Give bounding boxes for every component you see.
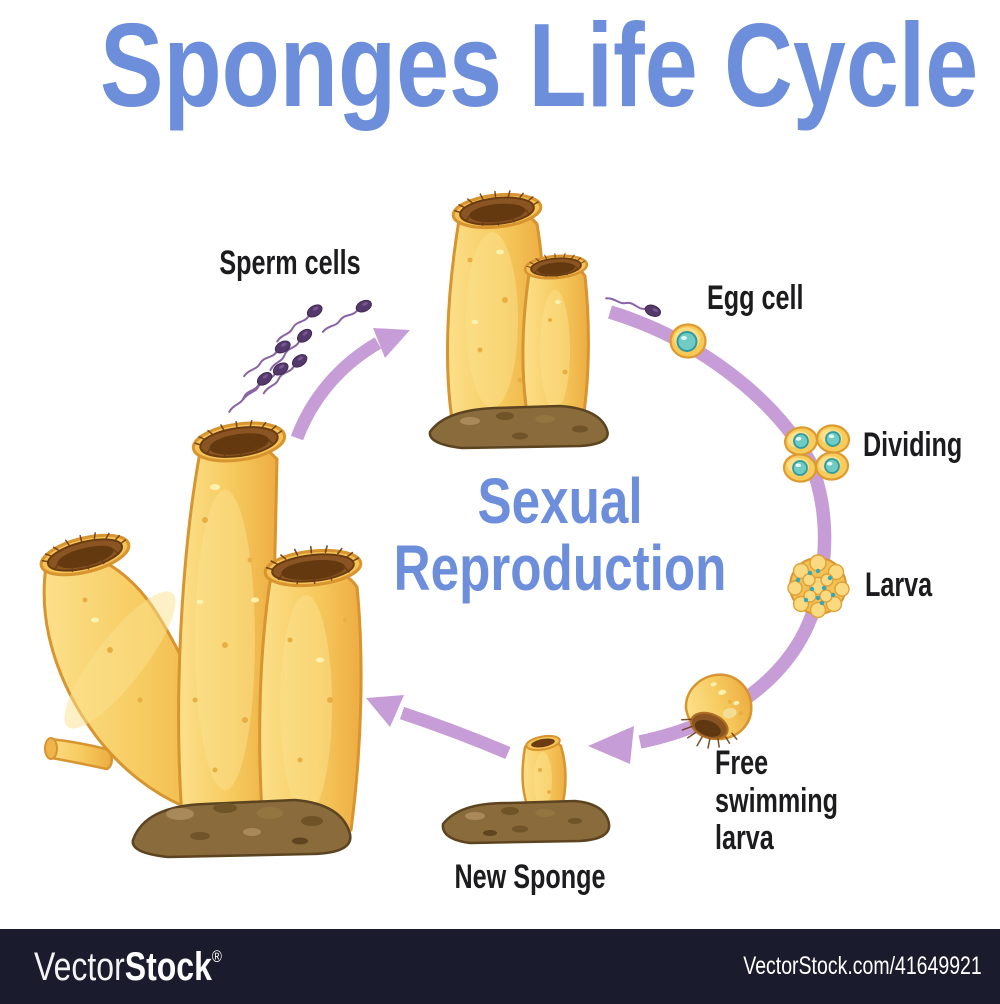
egg-cell-icon [669, 323, 707, 359]
free-swimming-larva-label-line1: Free [715, 744, 769, 782]
free-swimming-larva-icon [681, 673, 753, 749]
registered-mark: ® [211, 946, 222, 966]
adult-sponge-illustration [37, 414, 363, 859]
vectorstock-logo-prefix: Vector [34, 944, 125, 989]
larva-icon [787, 554, 850, 619]
sperm-cells-label: Sperm cells [219, 244, 361, 282]
larva-label: Larva [865, 566, 933, 604]
cycle-arrows [290, 305, 832, 764]
center-label-line2: Reproduction [393, 532, 727, 605]
new-sponge-label: New Sponge [454, 858, 606, 896]
egg-cell-label: Egg cell [707, 279, 804, 317]
young-sponge-illustration [428, 186, 609, 450]
center-label: Sexual Reproduction [360, 465, 760, 605]
free-swimming-larva-label: Free swimming larva [715, 744, 839, 858]
free-swimming-larva-label-line2: swimming [715, 781, 839, 820]
new-sponge-illustration [441, 734, 611, 845]
page-title: Sponges Life Cycle [100, 0, 979, 132]
vectorstock-logo-suffix: Stock [124, 944, 212, 989]
vectorstock-logo: VectorStock® [34, 947, 222, 987]
dividing-label: Dividing [863, 426, 963, 464]
watermark-bar: VectorStock® VectorStock.com/41649921 [0, 929, 1000, 1004]
center-label-line1: Sexual [477, 465, 643, 537]
free-swimming-larva-label-line3: larva [715, 819, 774, 857]
dividing-cells-icon [782, 424, 851, 483]
vectorstock-url: VectorStock.com/41649921 [743, 952, 982, 980]
